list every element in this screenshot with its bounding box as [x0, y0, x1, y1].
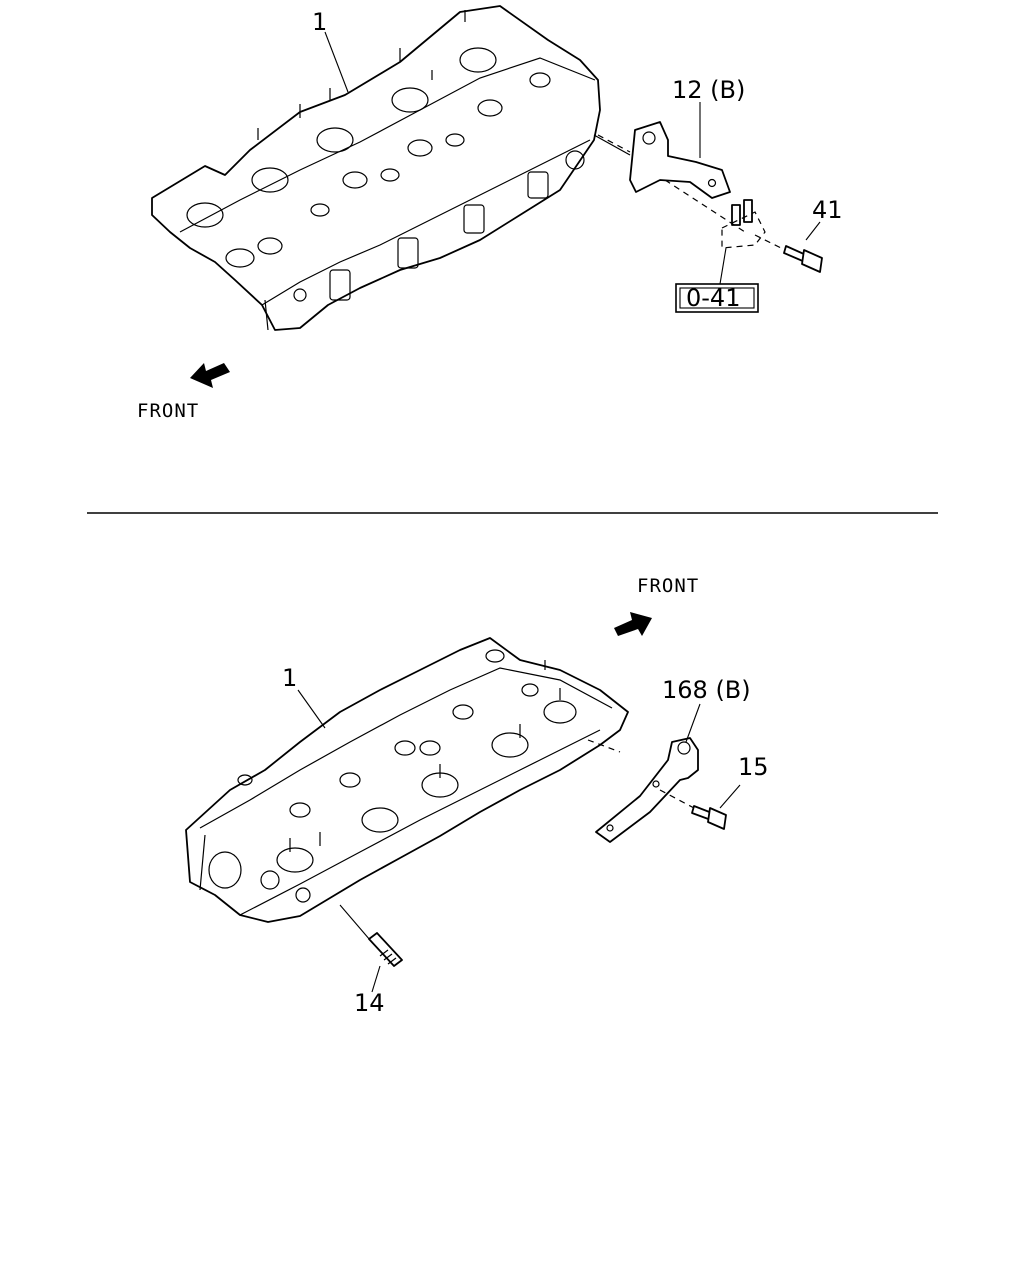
leader-bolt-15	[719, 784, 741, 809]
leader-bolt-41	[805, 221, 821, 241]
cylinder-head-upper	[151, 5, 631, 331]
leader-stud-14-label	[371, 965, 381, 993]
bracket-12b	[597, 121, 731, 199]
leader-ref-box	[719, 247, 727, 285]
leader-head-lower	[297, 689, 326, 729]
front-label-upper: FRONT	[137, 400, 199, 422]
bracket-168b	[587, 737, 699, 843]
front-arrow-upper: FRONT	[137, 363, 230, 422]
callout-bolt-41: 41	[812, 196, 843, 224]
lower-view: FRONT	[185, 575, 769, 1017]
leader-head-upper	[324, 31, 349, 93]
leader-bracket-168b	[685, 703, 701, 743]
front-arrow-lower: FRONT	[614, 575, 699, 636]
bolt-41	[754, 234, 823, 273]
dowel-pins	[664, 179, 766, 249]
stud-14	[368, 932, 403, 967]
cylinder-head-lower	[185, 637, 629, 923]
callout-bracket-12b: 12 (B)	[672, 76, 745, 104]
reference-box: 0-41	[675, 283, 759, 313]
callout-head-lower: 1	[282, 664, 297, 692]
front-label-lower: FRONT	[637, 575, 699, 597]
callout-bolt-15: 15	[738, 753, 769, 781]
callout-bracket-168b: 168 (B)	[662, 676, 751, 704]
reference-box-text: 0-41	[686, 284, 740, 312]
callout-head-upper: 1	[312, 8, 327, 36]
bolt-15	[691, 805, 727, 830]
leader-stud-14	[339, 904, 371, 941]
upper-view: 1 12 (B) 41 0-41 FRONT	[137, 5, 843, 422]
callout-stud-14: 14	[354, 989, 385, 1017]
